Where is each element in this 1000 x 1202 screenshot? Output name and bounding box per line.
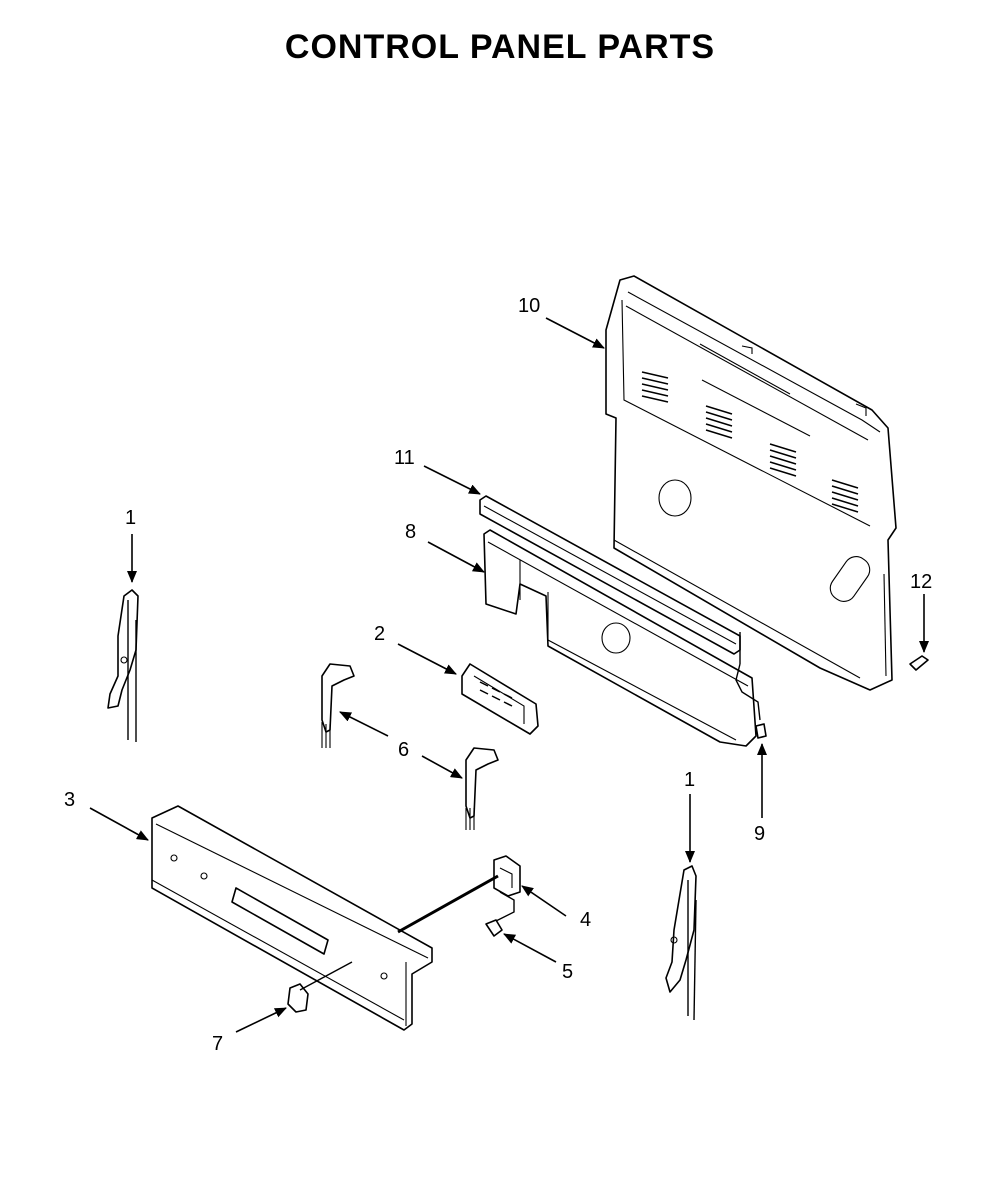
electronic-control-part-2	[461, 663, 539, 735]
panel-vents	[641, 371, 859, 513]
callout-6: 6	[398, 739, 409, 761]
callout-4: 4	[580, 909, 591, 931]
arrow-7	[235, 1007, 287, 1033]
terminal-block-part-4	[493, 855, 521, 897]
arrow-5	[503, 933, 557, 963]
clip-part-7	[287, 983, 309, 1013]
arrow-4	[521, 885, 567, 917]
callout-9: 9	[754, 823, 765, 845]
callout-labels: 10 11 8 2 1 6 3 1 9 12 4 5 7	[64, 295, 932, 1055]
end-cap-part-1-right	[665, 865, 697, 1021]
wire-block-to-screw	[493, 891, 515, 923]
callout-10: 10	[518, 295, 540, 317]
callout-8: 8	[405, 521, 416, 543]
clip-connector-line	[299, 961, 353, 991]
wire-panel-to-block	[397, 874, 499, 934]
callout-1-right: 1	[684, 769, 695, 791]
arrow-2	[397, 643, 457, 675]
callout-11: 11	[394, 447, 415, 469]
arrow-8	[427, 541, 485, 573]
callout-7: 7	[212, 1033, 223, 1055]
arrow-6-right	[421, 755, 463, 779]
callout-arrows	[89, 317, 929, 1033]
callout-1-left: 1	[125, 507, 136, 529]
arrow-3	[89, 807, 149, 841]
arrow-6-left	[339, 711, 389, 737]
callout-3: 3	[64, 789, 75, 811]
arrow-11	[423, 465, 481, 495]
arrow-10	[545, 317, 605, 349]
rear-panel-part-10	[605, 275, 897, 691]
bracket-part-8	[483, 529, 757, 747]
page-title: CONTROL PANEL PARTS	[284, 28, 716, 66]
harness-part-6	[321, 663, 499, 830]
callout-2: 2	[374, 623, 385, 645]
screw-part-9	[735, 632, 767, 739]
end-cap-part-1-left	[107, 589, 139, 742]
screw-part-12	[909, 655, 929, 671]
callout-5: 5	[562, 961, 573, 983]
screw-part-5	[485, 919, 503, 937]
callout-12: 12	[910, 571, 932, 593]
control-panel-part-3	[151, 805, 433, 1031]
